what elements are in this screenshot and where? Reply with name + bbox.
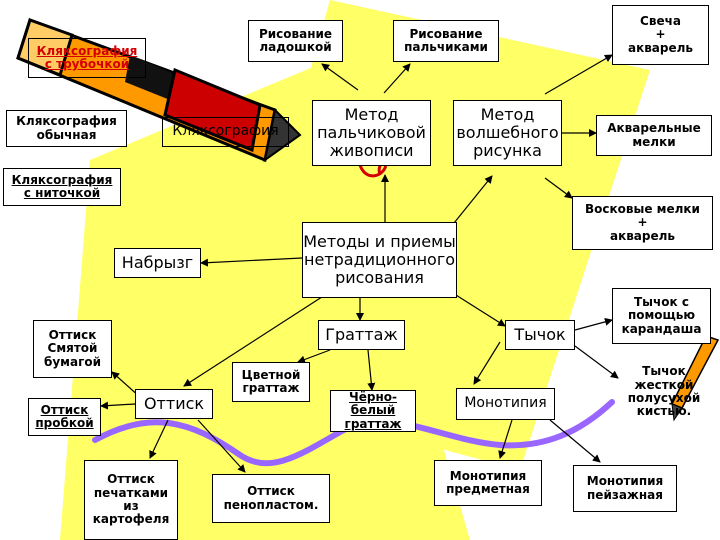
arrow: [200, 257, 303, 267]
arrow: [183, 294, 326, 387]
node-metod-palchikovoy: Метод пальчиковой живописи: [312, 100, 431, 166]
node-ottisk: Оттиск: [135, 389, 213, 419]
node-risovanie-palchikami: Рисование пальчиками: [393, 20, 499, 62]
node-cherno-belyy-grattazh: Чёрно-белый граттаж: [330, 390, 416, 432]
node-risovanie-ladoshkoy: Рисование ладошкой: [248, 20, 343, 62]
node-tychok: Тычок: [505, 320, 575, 350]
node-monotipiya: Монотипия: [456, 388, 555, 420]
arrow: [197, 419, 246, 473]
arrow: [574, 317, 613, 331]
arrow: [383, 63, 411, 94]
node-svecha-akvarel: Свеча + акварель: [612, 5, 709, 65]
arrow: [367, 349, 376, 391]
arrow: [544, 177, 573, 199]
arrow: [100, 401, 136, 410]
node-center-metody: Методы и приемы нетрадиционного рисовани…: [302, 222, 457, 298]
arrow: [473, 341, 501, 385]
node-klyaksografiya: Кляксография: [162, 117, 289, 147]
arrow: [574, 345, 619, 379]
node-metod-volshebnogo: Метод волшебного рисунка: [453, 100, 562, 166]
node-ottisk-pechatkami: Оттиск печатками из картофеля: [84, 460, 178, 540]
arrow: [447, 289, 506, 327]
arrow: [449, 175, 493, 229]
node-nabryzg: Набрызг: [114, 248, 201, 278]
arrow: [321, 63, 359, 91]
node-klyaksografiya-obychnaya: Кляксография обычная: [6, 110, 127, 147]
node-tsvetnoy-grattazh: Цветной граттаж: [232, 362, 310, 402]
node-ottisk-smyatoy: Оттиск Смятой бумагой: [33, 320, 112, 378]
arrow: [149, 419, 169, 459]
node-tychok-karandasha: Тычок с помощью карандаша: [612, 288, 711, 344]
arrow: [549, 419, 601, 463]
small-pencil-icon: [670, 335, 720, 422]
node-monotipiya-peyzazhnaya: Монотипия пейзажная: [573, 465, 677, 512]
arrow: [498, 419, 513, 459]
node-klyaksografiya-trubochkoy: Кляксография с трубочкой: [28, 38, 146, 78]
node-ottisk-probkoy: Оттиск пробкой: [28, 398, 101, 436]
red-squiggle: [358, 161, 387, 178]
node-voskovye-melki: Восковые мелки + акварель: [572, 196, 713, 250]
node-ottisk-penoplastom: Оттиск пенопластом.: [212, 474, 330, 523]
pencil-icon: [16, 18, 302, 163]
node-monotipiya-predmetnaya: Монотипия предметная: [434, 460, 542, 506]
node-grattazh: Граттаж: [318, 320, 405, 350]
node-akvarelnye-melki: Акварельные мелки: [596, 115, 712, 156]
node-klyaksografiya-nitochkoy: Кляксография с ниточкой: [3, 168, 121, 206]
arrow: [297, 349, 331, 364]
arrow: [544, 54, 613, 95]
node-tychok-kistyu: Тычок жесткой полусухой кистью.: [627, 364, 701, 419]
